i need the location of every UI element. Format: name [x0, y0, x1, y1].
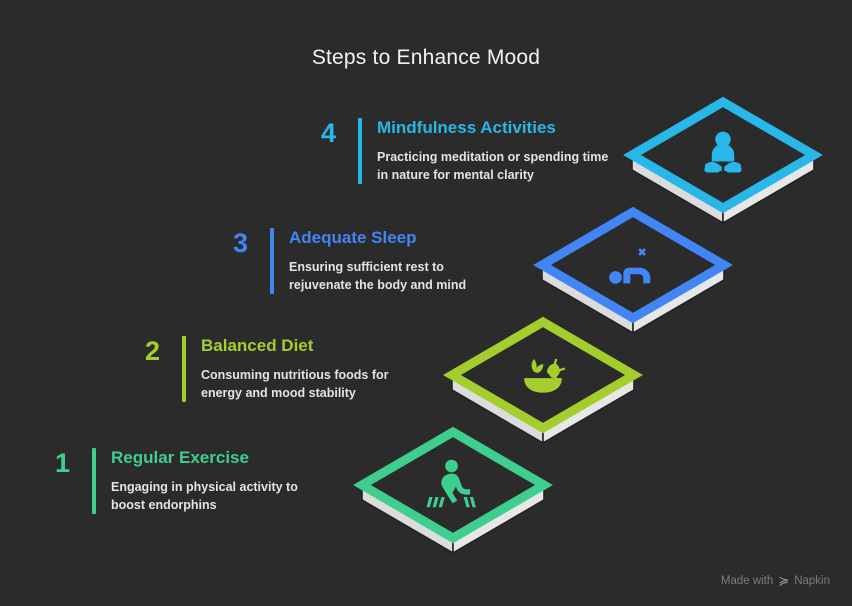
step-block-1: [353, 426, 553, 554]
step-block-4: [623, 96, 823, 224]
napkin-watermark: Made with ≽ Napkin: [721, 574, 830, 587]
step-description-1: Engaging in physical activity to boost e…: [111, 480, 298, 512]
step-item-1[interactable]: 1 Regular Exercise Engaging in physical …: [36, 448, 329, 514]
step-description-4: Practicing meditation or spending time i…: [377, 150, 609, 182]
step-title-3: Adequate Sleep: [289, 228, 417, 247]
walking-person-icon: [426, 459, 476, 508]
step-title-1: Regular Exercise: [111, 448, 249, 467]
step-body-4: Mindfulness Activities Practicing medita…: [377, 118, 617, 184]
step-title-4: Mindfulness Activities: [377, 118, 556, 137]
step-item-3[interactable]: 3 Adequate Sleep Ensuring sufficient res…: [214, 228, 501, 294]
step-accent-bar-1: [92, 448, 96, 514]
step-body-2: Balanced Diet Consuming nutritious foods…: [201, 336, 416, 402]
sleeping-person-moon-icon: [609, 242, 651, 284]
step-description-2: Consuming nutritious foods for energy an…: [201, 368, 389, 400]
step-number-3: 3: [232, 228, 248, 258]
step-accent-bar-4: [358, 118, 362, 184]
step-block-2: [443, 316, 643, 444]
step-title-2: Balanced Diet: [201, 336, 314, 355]
step-accent-bar-2: [182, 336, 186, 402]
step-number-1: 1: [54, 448, 70, 478]
step-number-4: 4: [320, 118, 336, 148]
meditating-person-icon: [704, 131, 742, 173]
step-body-1: Regular Exercise Engaging in physical ac…: [111, 448, 329, 514]
step-item-2[interactable]: 2 Balanced Diet Consuming nutritious foo…: [126, 336, 416, 402]
napkin-logo-icon: ≽: [778, 573, 790, 588]
page-title: Steps to Enhance Mood: [311, 46, 541, 69]
watermark-prefix: Made with: [720, 574, 774, 587]
step-description-3: Ensuring sufficient rest to rejuvenate t…: [289, 260, 467, 292]
step-block-3: [533, 206, 733, 334]
step-body-3: Adequate Sleep Ensuring sufficient rest …: [289, 228, 501, 294]
salad-bowl-icon: [524, 358, 566, 393]
step-accent-bar-3: [270, 228, 274, 294]
step-item-4[interactable]: 4 Mindfulness Activities Practicing medi…: [302, 118, 617, 184]
watermark-brand: Napkin: [794, 574, 830, 587]
step-number-2: 2: [144, 336, 160, 366]
